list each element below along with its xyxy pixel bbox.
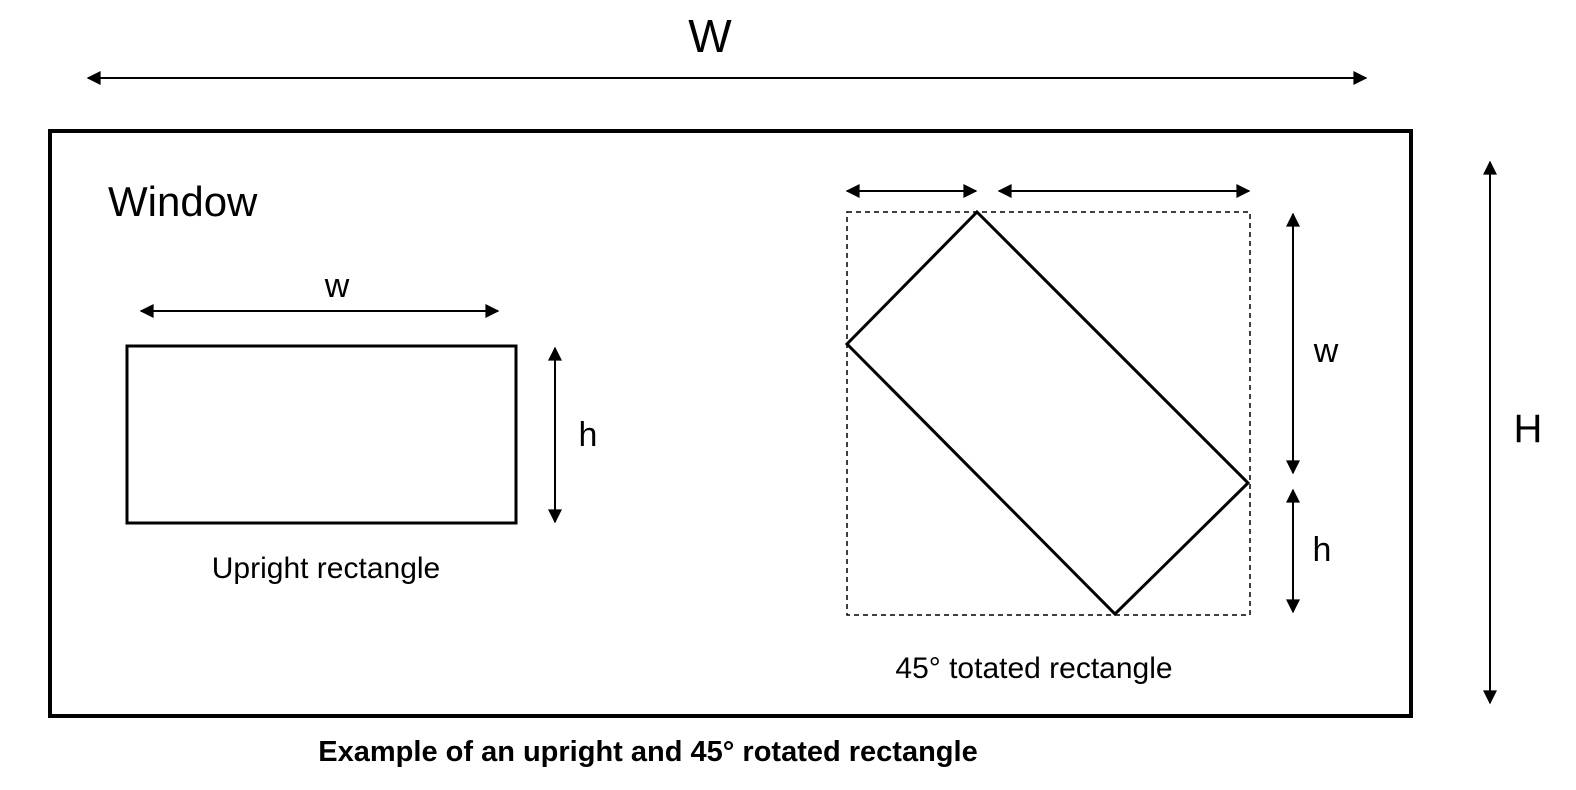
upright-caption: Upright rectangle [212, 552, 440, 585]
upright-rectangle [125, 344, 518, 525]
rotated-rectangle [844, 209, 1251, 617]
outer-width-label: W [688, 10, 732, 62]
window-frame [48, 129, 1413, 718]
rotated-caption: 45° totated rectangle [895, 652, 1172, 685]
outer-height-label: H [1514, 407, 1543, 451]
rotated-width-label: w [1313, 332, 1339, 370]
rotated-height-label: h [1313, 531, 1332, 569]
figure-caption: Example of an upright and 45° rotated re… [318, 736, 977, 768]
window-label: Window [108, 178, 258, 225]
upright-width-label: w [324, 267, 350, 305]
upright-height-label: h [579, 416, 598, 454]
rotated-bounding-box [846, 211, 1251, 616]
